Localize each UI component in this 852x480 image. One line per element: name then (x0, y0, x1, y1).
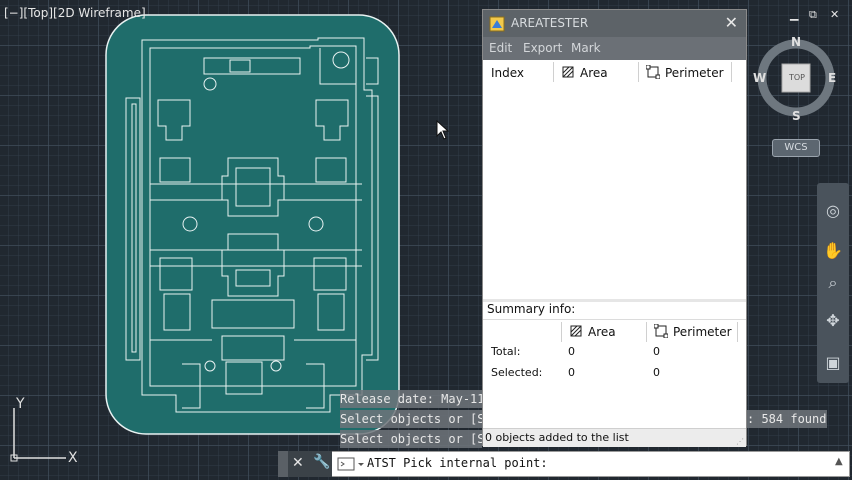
summary-info-label: Summary info: (487, 302, 576, 316)
restore-icon[interactable]: ⧉ (809, 8, 817, 21)
summary-selected-area: 0 (568, 366, 575, 379)
viewcube[interactable]: N S E W TOP (753, 34, 842, 123)
compass-north[interactable]: N (791, 35, 802, 49)
summary-row-label-total: Total: (491, 345, 521, 358)
command-history-toggle-icon[interactable]: ▲ (835, 456, 843, 467)
column-separator (561, 322, 562, 342)
compass-south[interactable]: S (792, 109, 801, 123)
area-icon (570, 325, 582, 337)
pan-hand-icon[interactable]: ✋ (823, 241, 843, 260)
column-header-area[interactable]: Area (580, 66, 608, 80)
perimeter-icon (646, 65, 660, 79)
ucs-y-label: Y (16, 396, 25, 412)
status-text: 0 objects added to the list (485, 431, 629, 444)
orbit-icon[interactable]: ✥ (826, 311, 840, 330)
column-header-perimeter[interactable]: Perimeter (665, 66, 724, 80)
showmotion-icon[interactable]: ▣ (825, 353, 841, 372)
command-history-line-tail: : 584 found (747, 410, 827, 428)
column-separator (646, 322, 647, 342)
command-line-grip[interactable] (278, 451, 288, 477)
minimize-icon[interactable]: ▁ (790, 8, 799, 21)
ucs-x-label: X (68, 450, 78, 466)
compass-west[interactable]: W (753, 71, 767, 85)
summary-divider (483, 319, 746, 320)
summary-header-area: Area (588, 325, 616, 339)
viewcube-face-top[interactable]: TOP (788, 73, 805, 82)
perimeter-icon (654, 324, 668, 338)
command-history-line: Select objects or [S (340, 410, 482, 428)
command-history-line: Select objects or [S (340, 430, 482, 448)
menu-edit[interactable]: Edit (489, 41, 513, 55)
compass-ring-icon (757, 39, 835, 117)
navigation-bar: ◎ ✋ ⌕ ✥ ▣ (817, 183, 849, 383)
menu-export[interactable]: Export (523, 41, 563, 55)
customize-wrench-icon[interactable]: 🔧 (313, 454, 331, 470)
close-icon[interactable]: ✕ (830, 8, 840, 21)
palette-statusbar: 0 objects added to the list ⋰ (483, 428, 746, 447)
menu-mark[interactable]: Mark (571, 41, 601, 55)
summary-row-label-selected: Selected: (491, 366, 543, 379)
mouse-cursor-icon (436, 120, 450, 140)
palette-title: AREATESTER (511, 16, 589, 30)
palette-menubar: Edit Export Mark (483, 37, 746, 60)
command-input[interactable] (367, 453, 827, 473)
column-separator[interactable] (553, 62, 554, 82)
summary-total-area: 0 (568, 345, 575, 358)
column-separator[interactable] (731, 62, 732, 82)
column-separator[interactable] (638, 62, 639, 82)
wcs-menu[interactable]: WCS (772, 139, 820, 157)
ucs-icon: Y X (8, 396, 88, 475)
splitter[interactable] (483, 299, 746, 302)
command-prompt-icon[interactable] (337, 456, 367, 472)
summary-selected-perimeter: 0 (653, 366, 660, 379)
steering-wheel-icon[interactable]: ◎ (826, 201, 840, 220)
area-icon (562, 66, 574, 78)
close-command-icon[interactable]: ✕ (292, 455, 304, 471)
compass-east[interactable]: E (828, 71, 837, 85)
palette-titlebar[interactable]: AREATESTER ✕ (483, 10, 746, 37)
summary-header-perimeter: Perimeter (673, 325, 732, 339)
areatester-palette: AREATESTER ✕ Edit Export Mark Index Area… (482, 9, 747, 447)
zoom-icon[interactable]: ⌕ (828, 273, 838, 292)
command-line-tools: ✕ 🔧 (288, 451, 332, 477)
viewport-controls-label[interactable]: [−][Top][2D Wireframe] (4, 6, 146, 20)
close-icon[interactable]: ✕ (724, 13, 738, 32)
areatester-app-icon (489, 16, 505, 32)
command-history-line: Release date: May-11 (340, 390, 482, 408)
column-header-index[interactable]: Index (491, 66, 525, 80)
summary-total-perimeter: 0 (653, 345, 660, 358)
column-separator (737, 322, 738, 342)
objects-list[interactable]: Index Area Perimeter (483, 60, 746, 300)
resize-grip-icon[interactable]: ⋰ (736, 437, 744, 446)
